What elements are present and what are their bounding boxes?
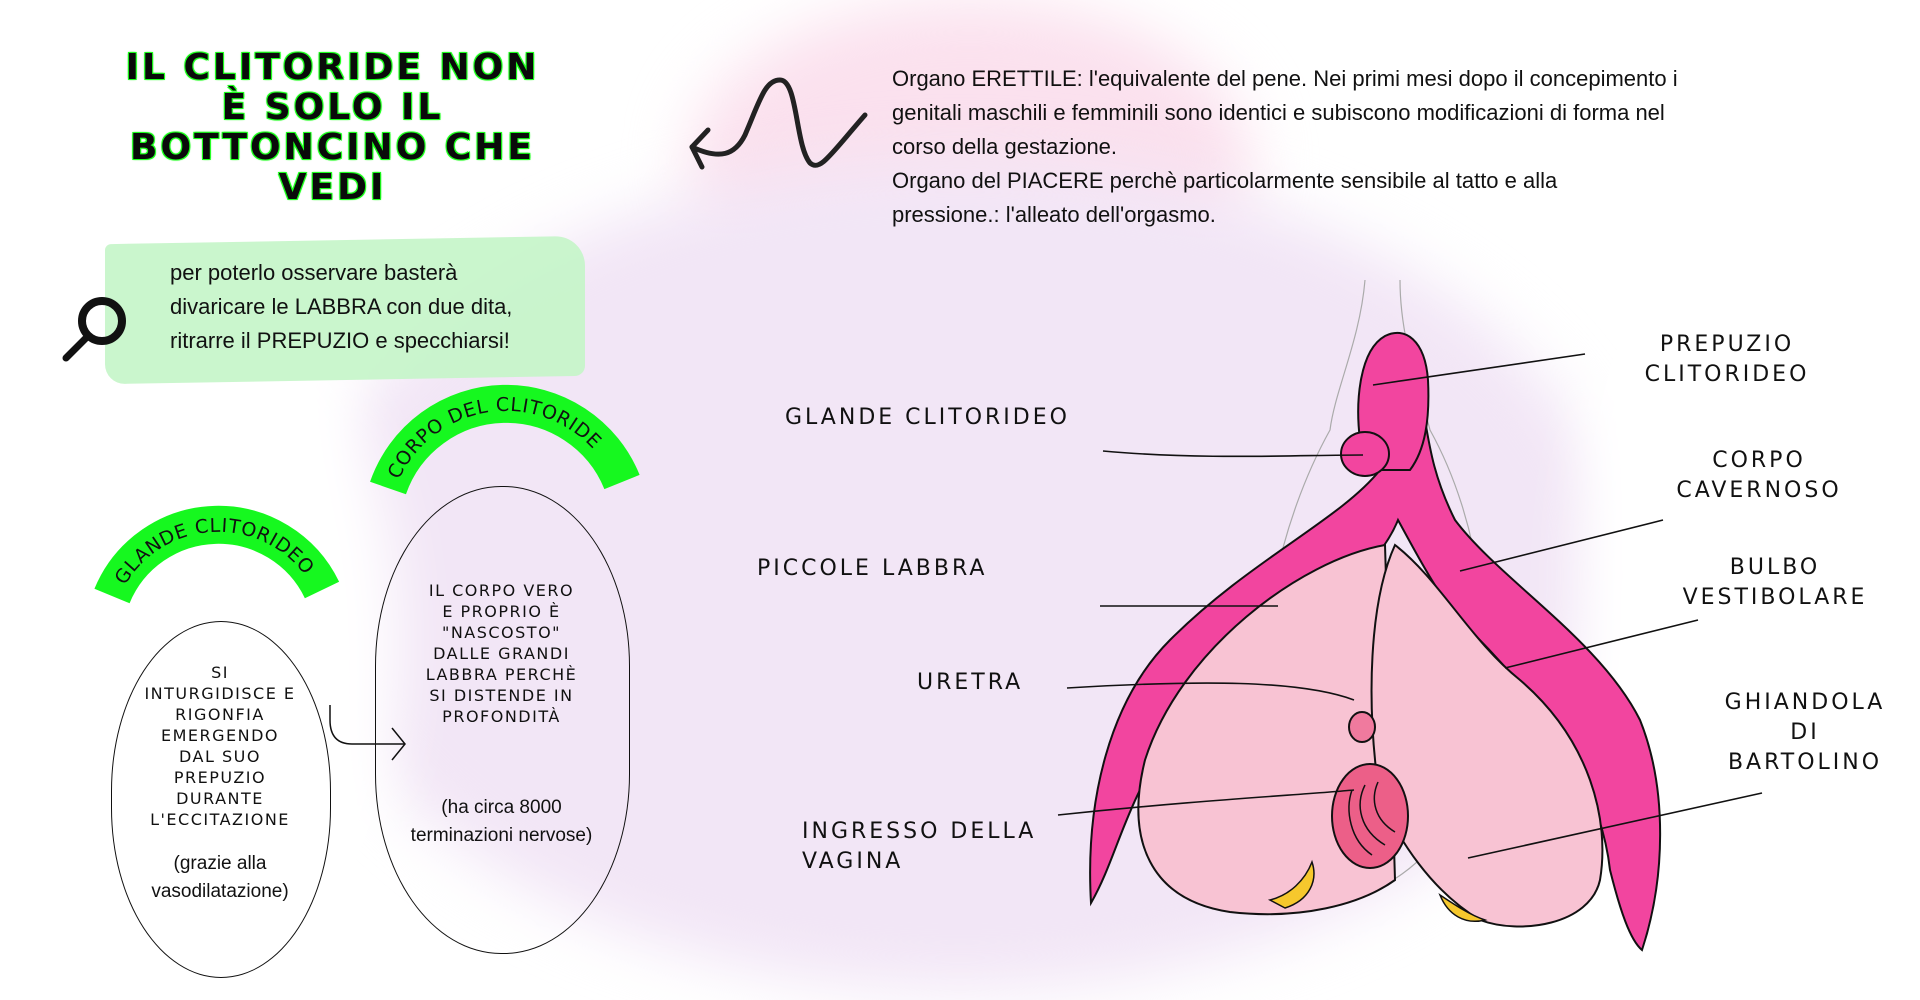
card-line: SI DISTENDE IN [429, 686, 574, 705]
note-line: (grazie alla [173, 853, 267, 874]
label-line: PREPUZIO [1659, 332, 1795, 357]
card-line: E PROPRIO È [442, 602, 561, 621]
intro-line: corso della gestazione. [892, 134, 1118, 159]
card-line: LABBRA PERCHÈ [425, 665, 578, 684]
title-line: BOTTONCINO CHE [130, 127, 535, 168]
label-line: BARTOLINO [1727, 750, 1883, 775]
label-line: DI [1790, 720, 1820, 745]
magnifier-icon [62, 297, 126, 362]
card-line: PROFONDITÀ [442, 707, 561, 726]
card-line: RIGONFIA [175, 705, 265, 724]
glans-card-note: (grazie alla vasodilatazione) [111, 850, 329, 906]
tip-line: ritrarre il PREPUZIO e specchiarsi! [170, 328, 510, 353]
body-card [375, 486, 630, 954]
urethra [1348, 711, 1376, 743]
label-line: GHIANDOLA [1724, 690, 1886, 715]
label-vagina: INGRESSO DELLA VAGINA [802, 817, 1036, 877]
label-bartolino: GHIANDOLA DI BARTOLINO [1705, 688, 1905, 778]
glans [1340, 431, 1390, 477]
connector-arrow [329, 705, 405, 745]
label-piccole-labbra: PICCOLE LABBRA [757, 556, 988, 581]
label-line: CAVERNOSO [1676, 478, 1842, 503]
card-line: EMERGENDO [160, 726, 280, 745]
vaginal-folds [1348, 781, 1396, 856]
note-line: (ha circa 8000 [441, 797, 562, 818]
body-card-text: IL CORPO VERO E PROPRIO È "NASCOSTO" DAL… [375, 580, 628, 727]
label-corpo-cavernoso: CORPO CAVERNOSO [1654, 446, 1864, 506]
label-line: VAGINA [802, 849, 904, 874]
tip-line: per poterlo osservare basterà [170, 260, 458, 285]
glans-card-text: SI INTURGIDISCE E RIGONFIA EMERGENDO DAL… [111, 662, 329, 830]
glans-card [111, 621, 331, 978]
intro-line: genitali maschili e femminili sono ident… [892, 100, 1665, 125]
label-glande: GLANDE CLITORIDEO [785, 405, 1070, 430]
title-line: VEDI [278, 167, 387, 208]
label-line: BULBO [1729, 555, 1821, 580]
intro-line: pressione.: l'alleato dell'orgasmo. [892, 202, 1216, 227]
intro-paragraph: Organo ERETTILE: l'equivalente del pene.… [892, 62, 1892, 232]
card-line: INTURGIDISCE E [144, 684, 296, 703]
label-uretra: URETRA [917, 670, 1024, 695]
label-line: VESTIBOLARE [1682, 585, 1868, 610]
leader-lines [1057, 353, 1763, 859]
tip-text: per poterlo osservare basterà divaricare… [170, 256, 580, 358]
label-line: CLITORIDEO [1644, 362, 1810, 387]
tip-line: divaricare le LABBRA con due dita, [170, 294, 513, 319]
title-line: IL CLITORIDE NON [125, 47, 540, 88]
page-title: IL CLITORIDE NON È SOLO IL BOTTONCINO CH… [85, 48, 580, 208]
label-line: CORPO [1712, 448, 1806, 473]
card-line: DALLE GRANDI [433, 644, 570, 663]
intro-line: Organo del PIACERE perchè particolarment… [892, 168, 1558, 193]
squiggle-arrow-icon [689, 77, 868, 170]
left-bartholin-gland [1267, 859, 1315, 909]
label-line: INGRESSO DELLA [802, 819, 1037, 844]
card-line: DURANTE [176, 789, 264, 808]
card-line: PREPUZIO [173, 768, 267, 787]
card-line: SI [211, 663, 229, 682]
note-line: vasodilatazione) [151, 881, 289, 902]
glans-heading-band [94, 505, 340, 604]
card-line: "NASCOSTO" [441, 623, 562, 642]
label-prepuzio: PREPUZIO CLITORIDEO [1622, 330, 1832, 390]
body-card-note: (ha circa 8000 terminazioni nervose) [375, 794, 628, 850]
right-bartholin-gland [1438, 893, 1488, 922]
body-heading-band [370, 384, 640, 495]
card-line: DAL SUO [179, 747, 261, 766]
vaginal-opening [1331, 763, 1409, 869]
label-bulbo: BULBO VESTIBOLARE [1660, 553, 1890, 613]
title-line: È SOLO IL [221, 87, 444, 128]
card-line: L'ECCITAZIONE [150, 810, 290, 829]
left-vestibular-bulb [1137, 543, 1397, 916]
card-line: IL CORPO VERO [428, 581, 575, 600]
intro-line: Organo ERETTILE: l'equivalente del pene.… [892, 66, 1678, 91]
note-line: terminazioni nervose) [410, 825, 593, 846]
